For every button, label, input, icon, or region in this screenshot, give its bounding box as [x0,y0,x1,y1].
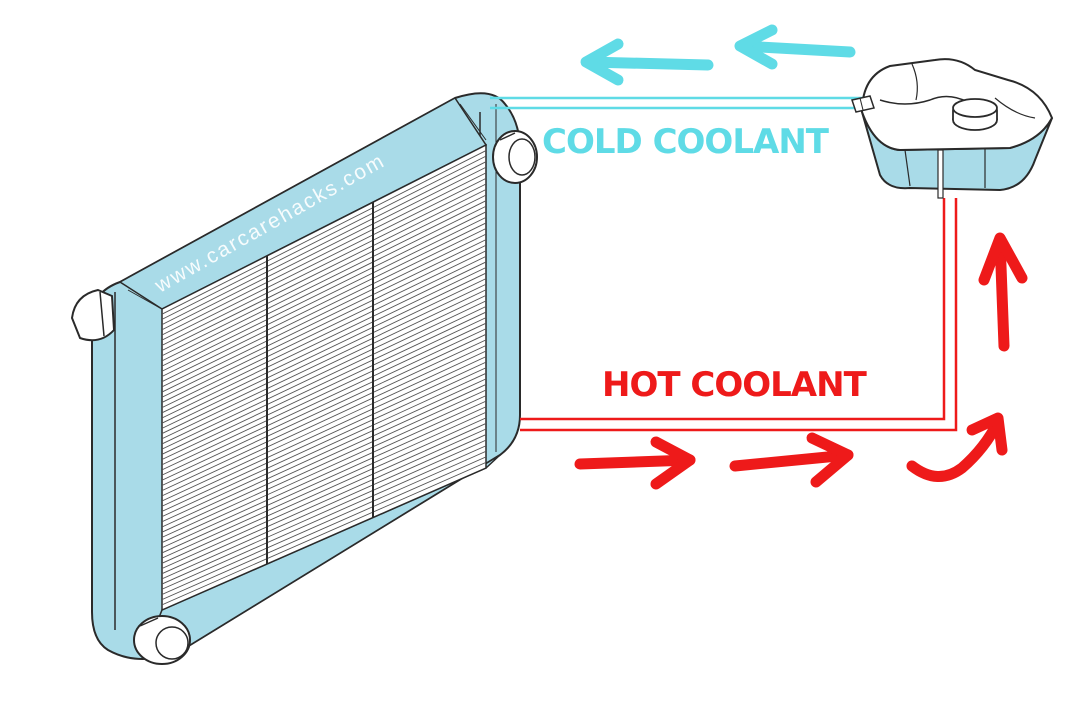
hot-coolant-label: HOT COOLANT [602,365,868,405]
header-seam [127,289,161,309]
radiator-fin-line [162,450,486,595]
radiator-fin-line [162,345,486,497]
radiator-fin-line [162,384,486,533]
radiator-fin-line [162,400,486,549]
hot-flow-arrow-up [978,232,1028,352]
radiator-fin-line [162,166,486,331]
cold-flow-arrow-1 [580,38,714,86]
radiator-fins [162,150,486,606]
radiator-fin-line [162,283,486,440]
radiator-fin-line [162,189,486,351]
radiator-fin-line [162,172,486,336]
radiator-fin-line [162,183,486,346]
radiator-fin-line [162,261,486,419]
radiator-fin-line [162,239,486,398]
radiator-fin-line [162,423,486,569]
radiator-fin-line [162,406,486,554]
radiator-fin-line [162,378,486,528]
radiator-fin-line [162,350,486,502]
hot-flow-arrow-2 [729,432,854,488]
radiator-fin-line [162,333,486,486]
radiator-fin-line [162,267,486,424]
radiator-fin-line [162,150,486,315]
radiator-fin-line [162,194,486,357]
radiator-fin-line [162,300,486,455]
radiator-fin-line [162,389,486,538]
cold-coolant-label: COLD COOLANT [542,122,830,162]
radiator-inlet-fitting [492,130,538,184]
reservoir-outlet [937,149,944,199]
radiator-fin-line [162,244,486,403]
hot-flow-arrow-1 [574,436,696,490]
radiator-fin-line [162,462,486,606]
radiator-fin-line [162,228,486,388]
radiator-fin-line [162,272,486,429]
hot-flow-arrow-curve [906,412,1008,482]
radiator-fin-line [162,211,486,372]
header-seam-right [459,103,487,141]
radiator-fin-line [162,411,486,559]
radiator-fin-line [162,155,486,320]
radiator-fin-line [162,417,486,564]
radiator-icon: www.carcarehacks.com [70,92,538,665]
reservoir-cap [952,98,998,131]
radiator-fin-line [162,255,486,414]
radiator-fin-line [162,317,486,471]
coolant-reservoir-icon [851,58,1054,199]
radiator-fin-line [162,456,486,601]
radiator-fin-line [162,356,486,507]
radiator-fin-line [162,306,486,460]
radiator-fin-line [162,395,486,543]
radiator-fin-line [162,205,486,367]
radiator-fin-line [162,322,486,476]
radiator-fin-line [162,434,486,580]
reservoir-inlet-nozzle [851,95,875,113]
radiator-drain-fitting [133,615,191,665]
radiator-fin-line [162,361,486,512]
radiator-fin-line [162,250,486,409]
cold-coolant-pipe [490,96,872,110]
radiator-fin-line [162,200,486,362]
radiator-fin-line [162,233,486,393]
radiator-fin-line [162,428,486,575]
radiator-fin-line [162,367,486,517]
radiator-fin-line [162,278,486,434]
radiator-fin-line [162,222,486,383]
radiator-fin-line [162,294,486,450]
radiator-fin-line [162,216,486,377]
radiator-fin-line [162,439,486,585]
radiator-fin-line [162,339,486,492]
radiator-fin-line [162,372,486,523]
radiator-fin-line [162,178,486,341]
radiator-fin-line [162,445,486,590]
radiator-fin-line [162,289,486,445]
radiator-cap-top-left [70,288,116,342]
cold-flow-arrow-2 [734,24,856,70]
radiator-fin-line [162,328,486,481]
radiator-fin-line [162,311,486,466]
radiator-fin-line [162,161,486,325]
hot-coolant-pipe [520,198,958,432]
